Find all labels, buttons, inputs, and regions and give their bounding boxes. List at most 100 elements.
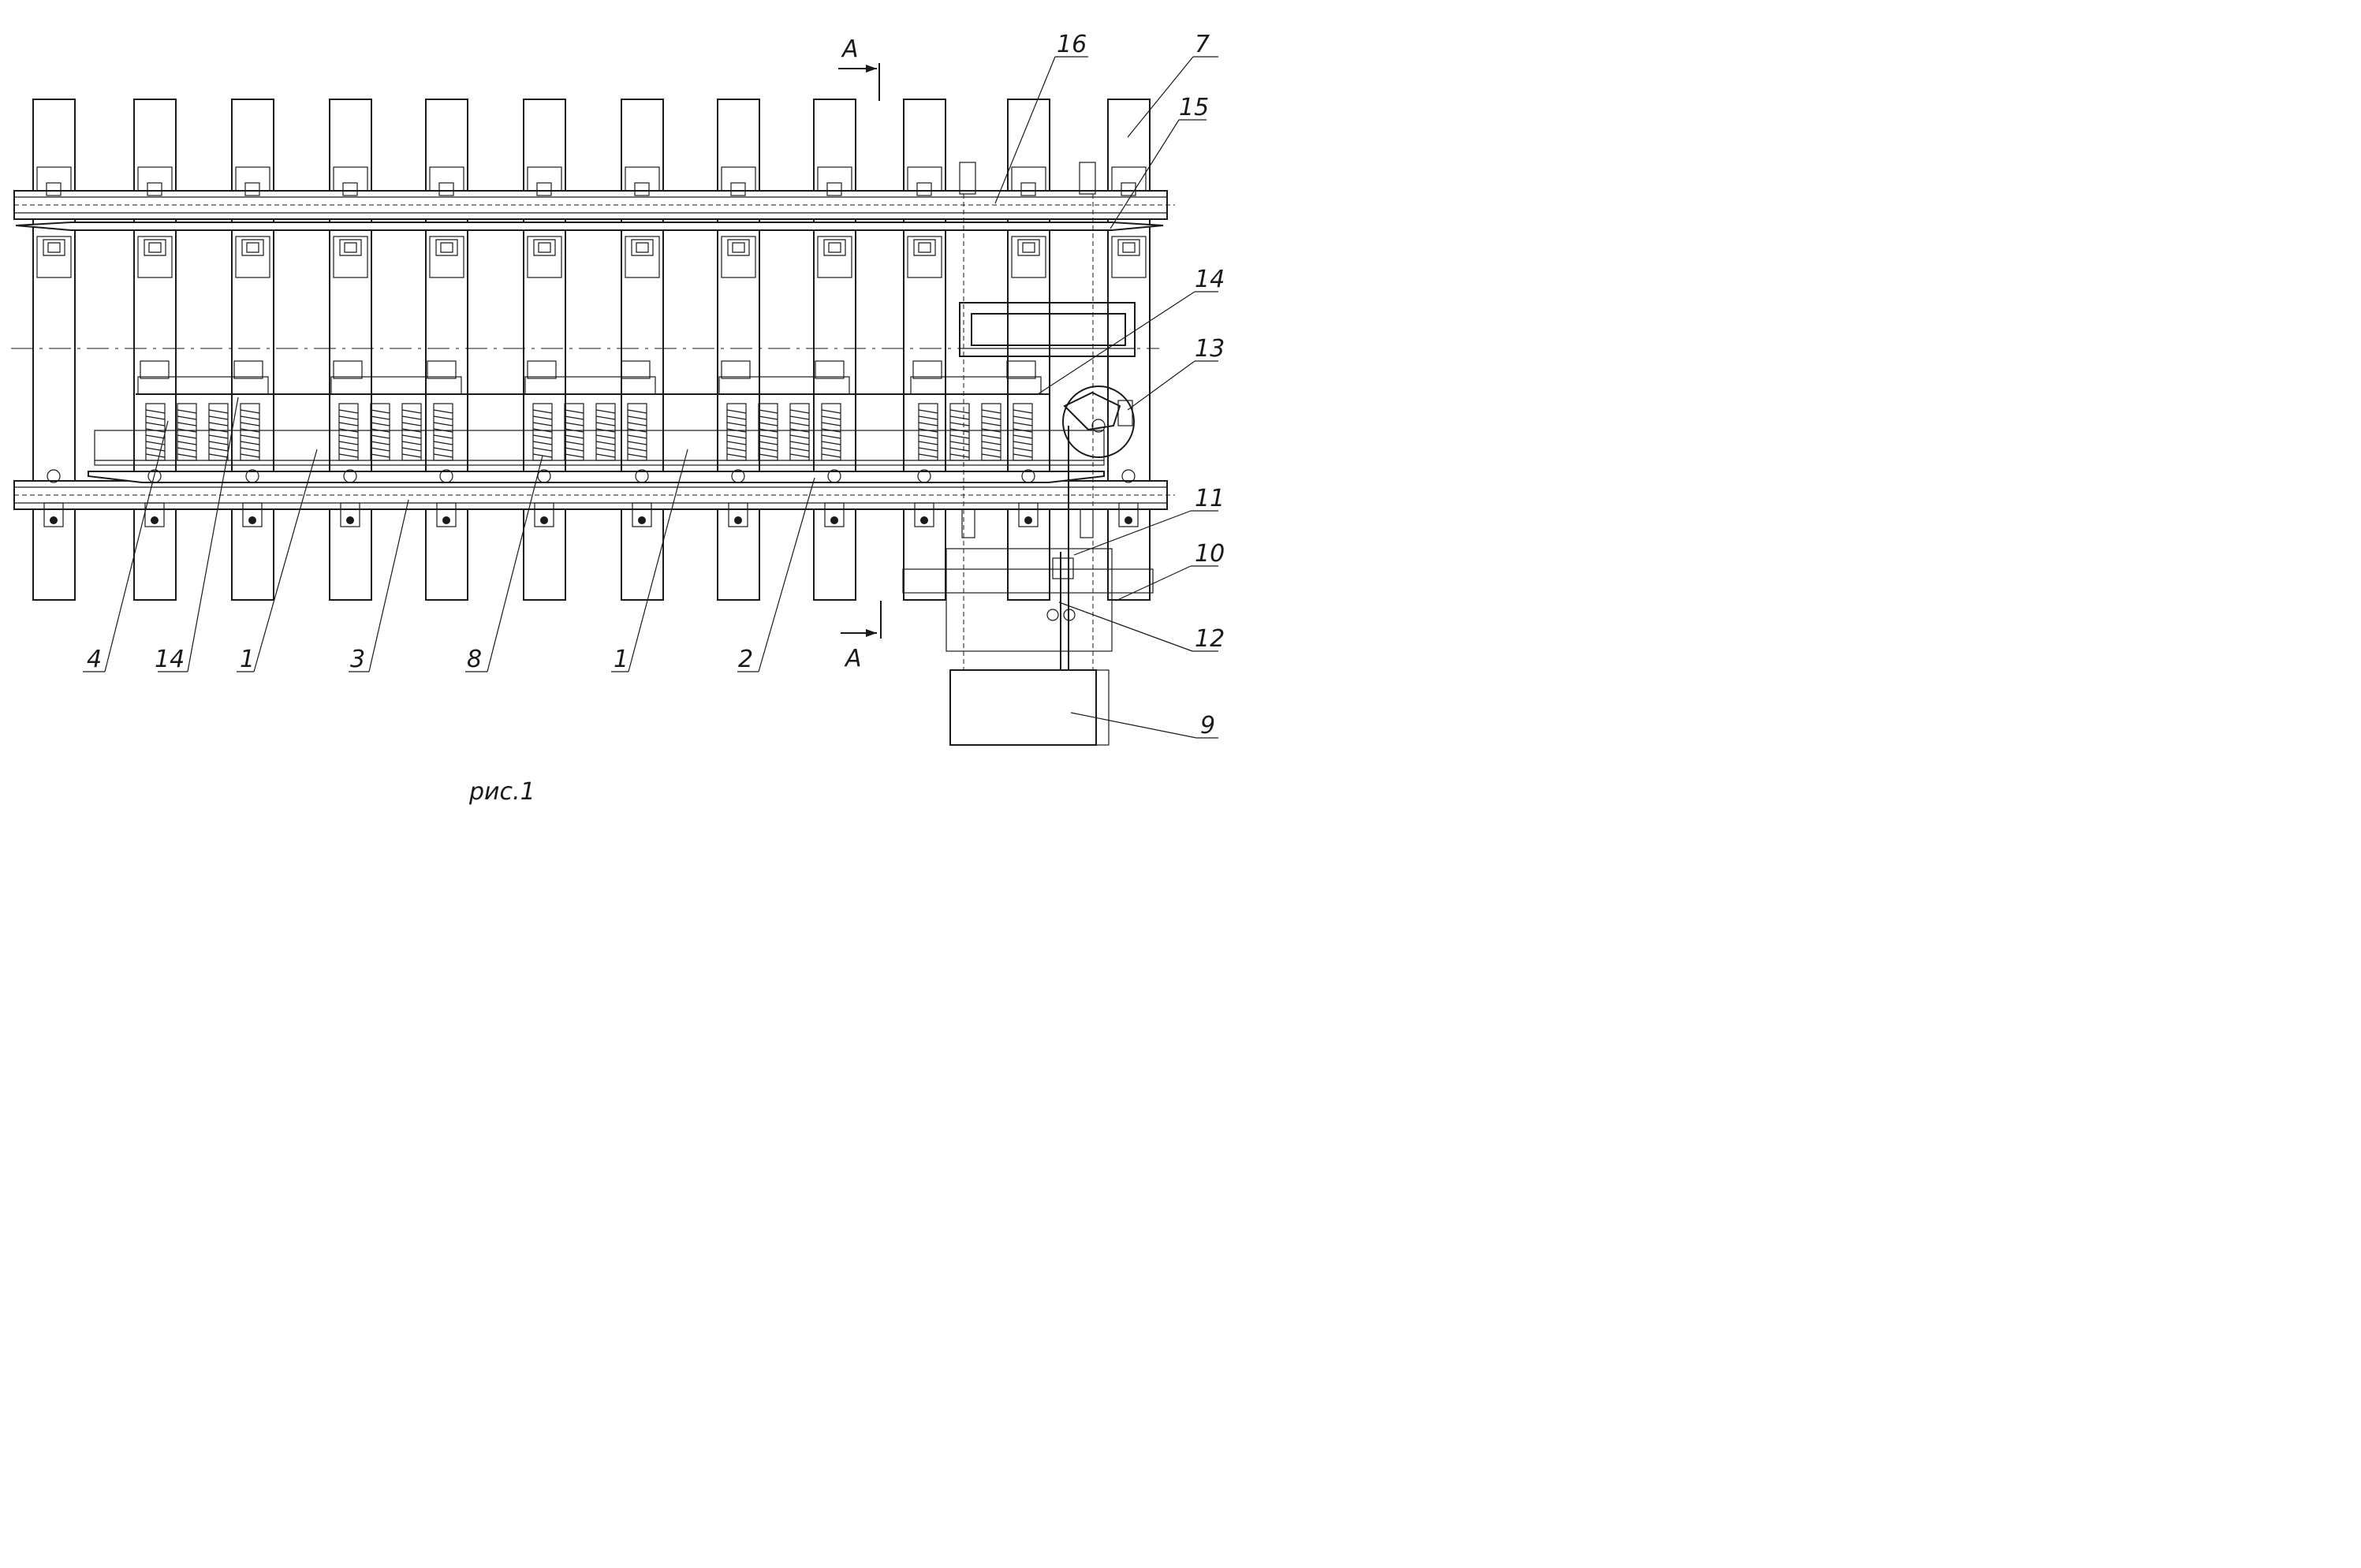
spring-coil [949, 415, 970, 420]
tie-plate [137, 166, 173, 192]
spring-coil [145, 415, 166, 420]
callout-7: 7 [1195, 31, 1210, 58]
spring-coil [981, 415, 1001, 420]
spring-coil [595, 447, 616, 452]
tie-plate [817, 166, 852, 192]
spring-coil [789, 441, 810, 445]
bolt [248, 516, 256, 524]
sleeper [329, 99, 372, 601]
spring-coil [240, 422, 260, 426]
spring-coil [145, 422, 166, 426]
callout-15: 15 [1179, 94, 1209, 121]
bolt [1021, 469, 1035, 483]
spring-coil [981, 441, 1001, 445]
spring-coil [789, 422, 810, 426]
section-mark-bottom: A [841, 601, 882, 672]
spring-coil [370, 453, 390, 458]
bolt [830, 516, 838, 524]
callout-16: 16 [1057, 31, 1087, 58]
spring-coil [433, 453, 453, 458]
spring-coil [918, 422, 938, 426]
bolt [917, 469, 931, 483]
rail-clip [438, 182, 454, 196]
spring-coil [208, 453, 229, 458]
spring-coil [726, 415, 747, 420]
rail-clip [340, 502, 360, 527]
mount-bracket [527, 360, 557, 379]
callout-14-left: 14 [155, 646, 185, 673]
rail-clip [1118, 502, 1139, 527]
anchor-clip [339, 239, 362, 256]
spring-coil [532, 447, 553, 452]
spring-coil [564, 453, 584, 458]
spring-coil [240, 415, 260, 420]
spring-coil [726, 453, 747, 458]
spring-coil [981, 453, 1001, 458]
tie-plate [1011, 166, 1046, 192]
rail-clip [1018, 502, 1039, 527]
spring-coil [433, 447, 453, 452]
tie-plate [235, 166, 270, 192]
spring-coil [918, 453, 938, 458]
bolt [343, 469, 357, 483]
tie-plate [817, 236, 852, 278]
guard-strip [15, 222, 1164, 231]
callout-1-left: 1 [240, 646, 255, 673]
spring-coil [532, 434, 553, 439]
spring-coil [1013, 441, 1033, 445]
spring-coil [532, 415, 553, 420]
callout-14-right: 14 [1195, 266, 1225, 293]
spring-coil [240, 453, 260, 458]
mount-bracket [721, 360, 751, 379]
tie-plate [527, 166, 562, 192]
sleeper [903, 99, 946, 601]
spring-coil [370, 441, 390, 445]
rail-clip [536, 182, 552, 196]
bolt [540, 516, 548, 524]
spring-coil [949, 447, 970, 452]
spring-coil [949, 422, 970, 426]
section-mark-top: A [838, 35, 880, 101]
spring-coil [433, 422, 453, 426]
spring-coil [433, 415, 453, 420]
spring-coil [595, 415, 616, 420]
rail-clip [342, 182, 358, 196]
rail-clip [730, 182, 746, 196]
tie-plate [429, 236, 464, 278]
spring-coil [1013, 447, 1033, 452]
spring-coil [789, 415, 810, 420]
tie-plate [721, 166, 756, 192]
spring-coil [177, 434, 197, 439]
bolt [1125, 516, 1132, 524]
sleeper [231, 99, 274, 601]
rail-clip [436, 502, 457, 527]
spring-coil [627, 453, 647, 458]
spring-coil [145, 434, 166, 439]
spring-coil [145, 409, 166, 414]
spring-coil [401, 441, 422, 445]
rail-clip [147, 182, 162, 196]
spring-coil [177, 453, 197, 458]
callout-2: 2 [738, 646, 753, 673]
spring-coil [532, 409, 553, 414]
rail-clip [916, 182, 932, 196]
spring-coil [758, 415, 778, 420]
figure-caption: рис.1 [468, 778, 535, 806]
spring-coil [401, 447, 422, 452]
spring-coil [789, 453, 810, 458]
spring-coil [338, 447, 359, 452]
callout-11: 11 [1195, 485, 1225, 512]
tie-plate [429, 166, 464, 192]
spring-coil [821, 447, 841, 452]
spring-coil [401, 409, 422, 414]
tie-plate [137, 236, 173, 278]
section-label-bottom: A [844, 645, 862, 672]
rail-clip [826, 182, 842, 196]
rail-clip [914, 502, 934, 527]
spring-coil [758, 409, 778, 414]
sleeper [621, 99, 664, 601]
drive-mechanism [902, 162, 1154, 746]
callout-10: 10 [1195, 540, 1225, 568]
rail-clip [144, 502, 165, 527]
spring-coil [177, 409, 197, 414]
